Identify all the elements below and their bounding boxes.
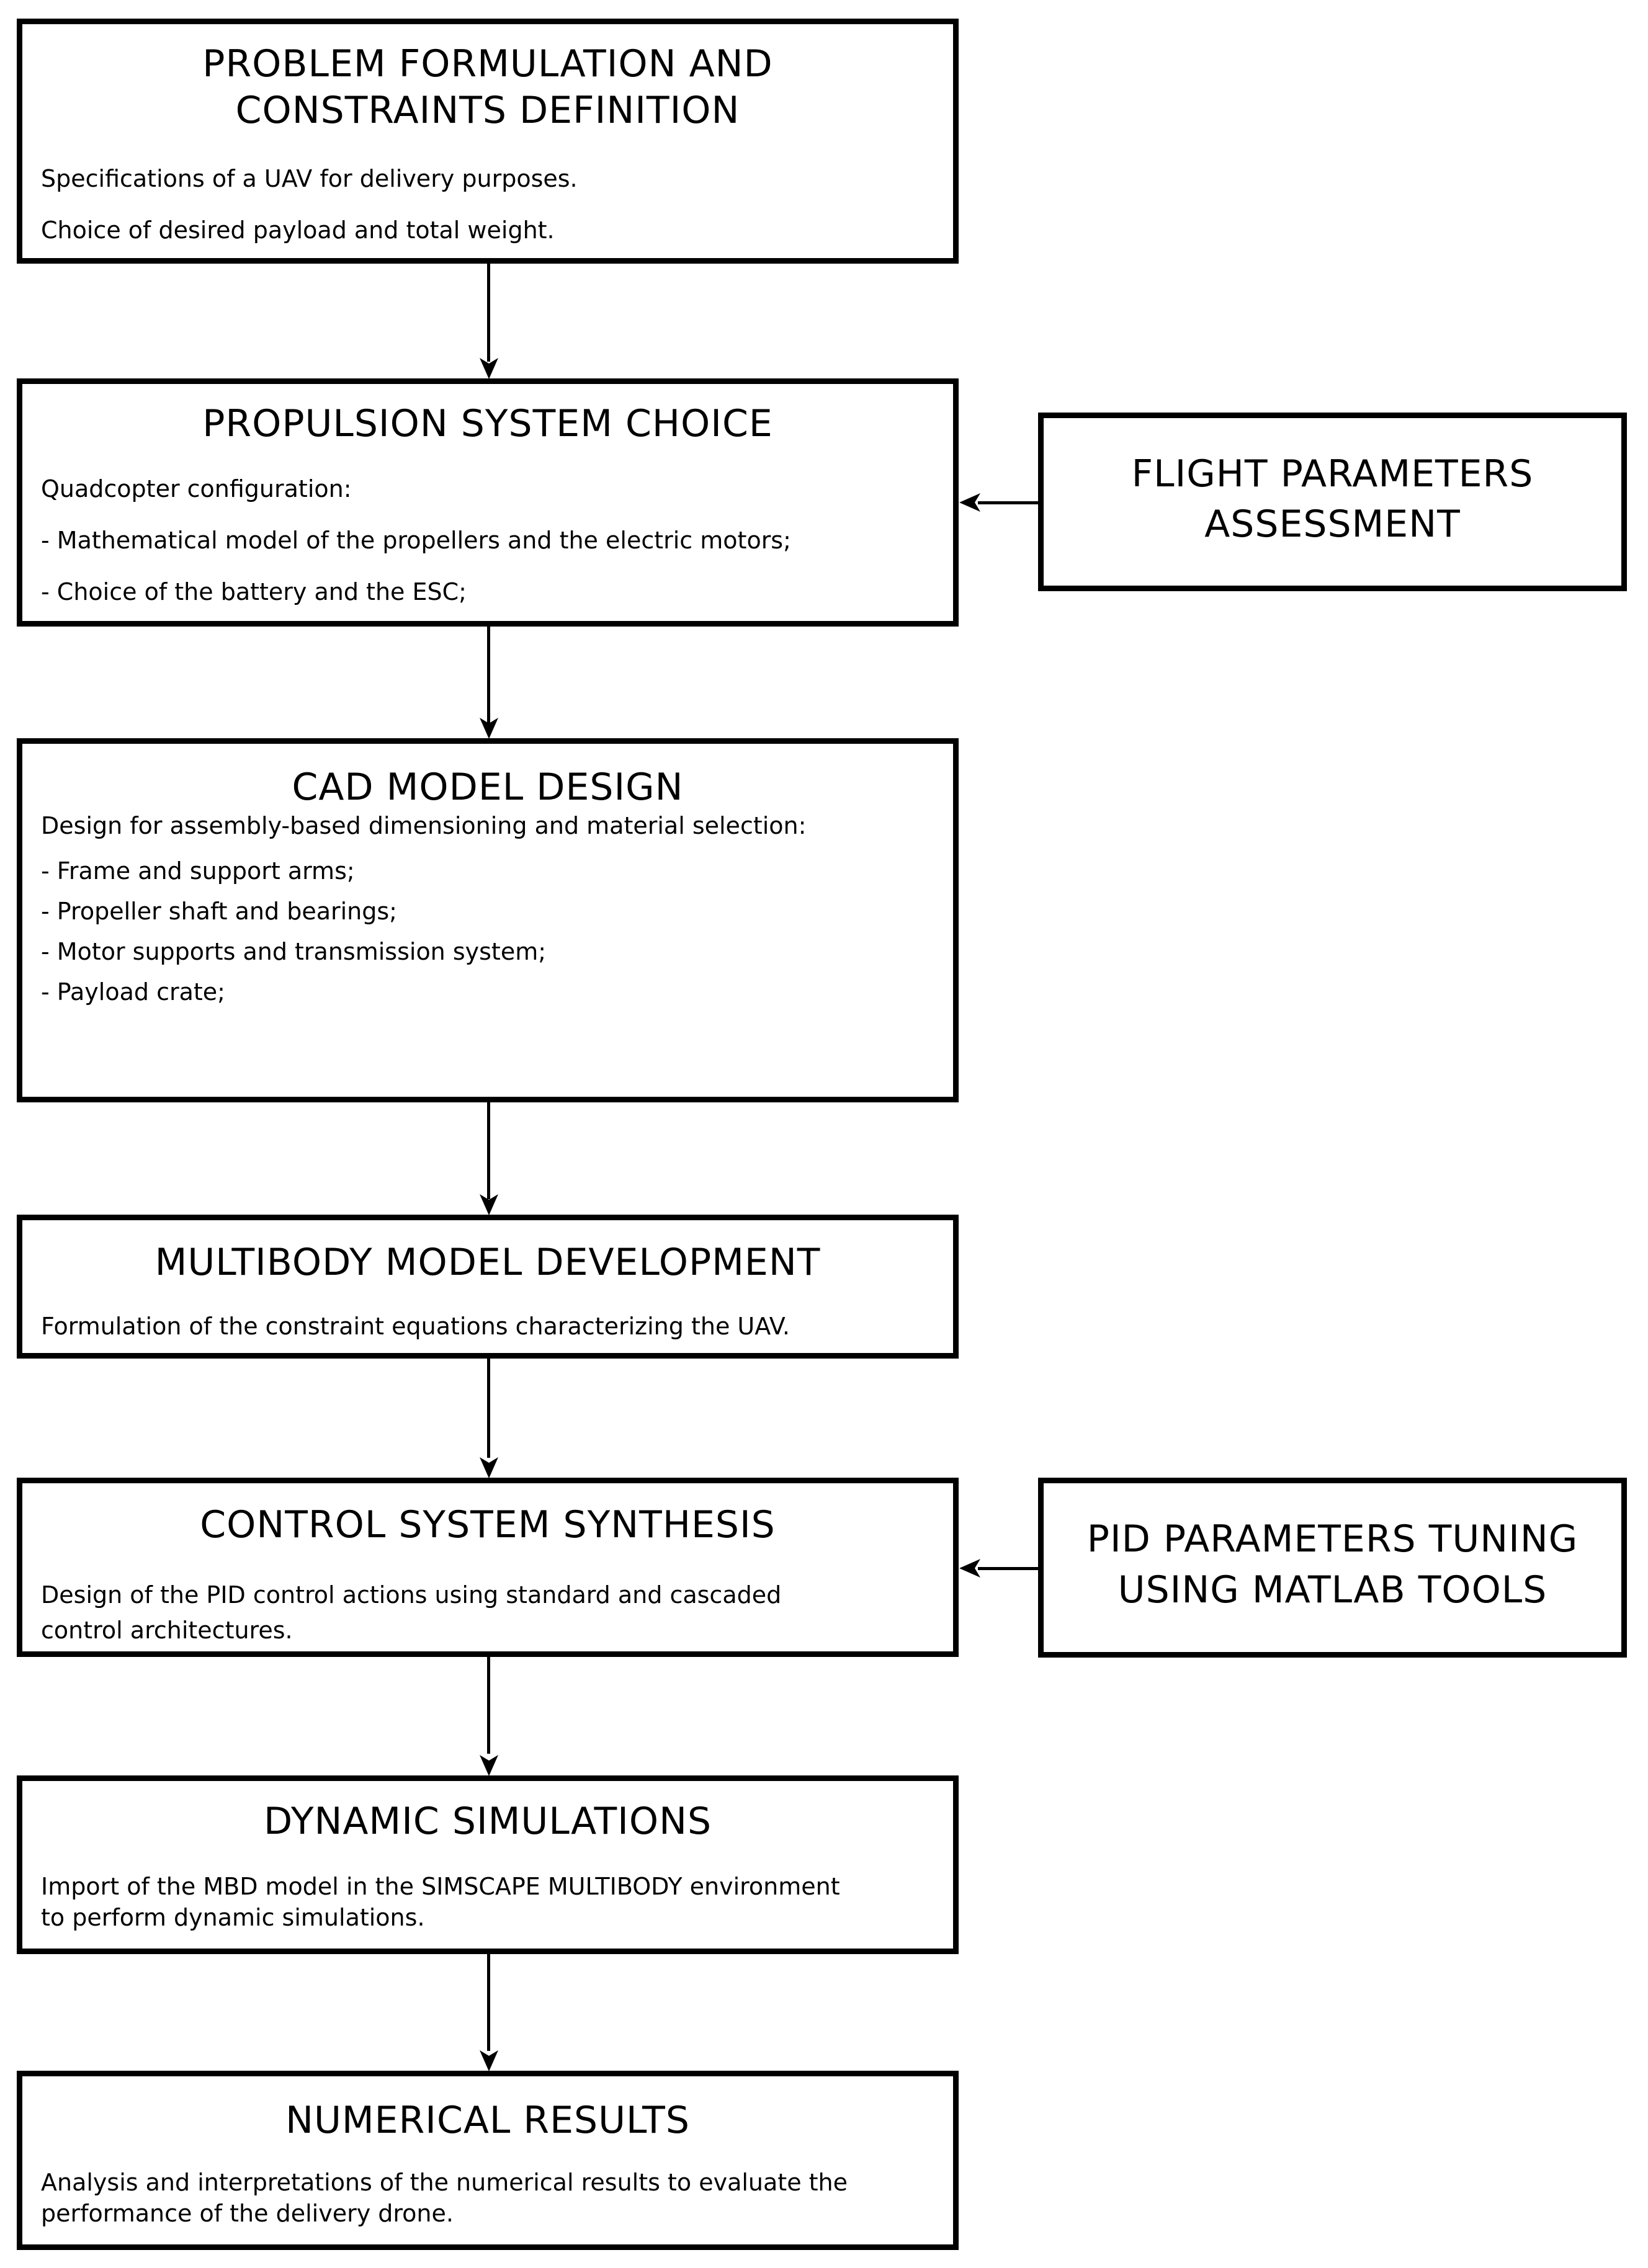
- box-title-line: CAD MODEL DESIGN: [292, 766, 684, 809]
- box-body-line: control architectures.: [41, 1617, 293, 1644]
- flow-box-cad-model: CAD MODEL DESIGN Design for assembly-bas…: [17, 738, 959, 1102]
- box-title-line: PID PARAMETERS TUNING: [1086, 1517, 1579, 1561]
- box-body-line: to perform dynamic simulations.: [41, 1904, 425, 1931]
- arrowhead-left-icon: [959, 1559, 980, 1578]
- connector-pid-to-control: [978, 1567, 1038, 1570]
- box-body-line: Import of the MBD model in the SIMSCAPE …: [41, 1873, 840, 1900]
- flow-box-propulsion-system: PROPULSION SYSTEM CHOICE Quadcopter conf…: [17, 378, 959, 627]
- box-title-line: CONSTRAINTS DEFINITION: [235, 89, 740, 132]
- box-title-line: DYNAMIC SIMULATIONS: [263, 1800, 712, 1843]
- box-body-line: Design for assembly-based dimensioning a…: [41, 812, 807, 839]
- box-title-line: NUMERICAL RESULTS: [285, 2099, 690, 2142]
- flow-box-control-system: CONTROL SYSTEM SYNTHESIS Design of the P…: [17, 1478, 959, 1657]
- box-body-line: Choice of desired payload and total weig…: [41, 217, 555, 244]
- arrowhead-down-icon: [480, 1194, 498, 1215]
- side-box-pid-tuning: PID PARAMETERS TUNING USING MATLAB TOOLS: [1038, 1478, 1627, 1658]
- box-body-line: - Choice of the battery and the ESC;: [41, 578, 467, 605]
- box-body-line: - Payload crate;: [41, 978, 225, 1006]
- connector-flight-to-propulsion: [978, 501, 1038, 504]
- box-body-line: performance of the delivery drone.: [41, 2200, 454, 2227]
- box-title-line: ASSESSMENT: [1204, 502, 1461, 546]
- arrowhead-down-icon: [480, 2050, 498, 2071]
- flow-box-numerical-results: NUMERICAL RESULTS Analysis and interpret…: [17, 2071, 959, 2250]
- flow-box-problem-formulation: PROBLEM FORMULATION AND CONSTRAINTS DEFI…: [17, 19, 959, 264]
- box-title-line: FLIGHT PARAMETERS: [1131, 452, 1534, 496]
- connector-propulsion-to-cad: [487, 624, 490, 723]
- arrowhead-left-icon: [959, 493, 980, 512]
- box-title-line: USING MATLAB TOOLS: [1117, 1568, 1547, 1612]
- box-body-line: Formulation of the constraint equations …: [41, 1313, 790, 1340]
- flow-box-dynamic-simulations: DYNAMIC SIMULATIONS Import of the MBD mo…: [17, 1775, 959, 1954]
- flow-box-multibody-model: MULTIBODY MODEL DEVELOPMENT Formulation …: [17, 1215, 959, 1359]
- box-body-line: Design of the PID control actions using …: [41, 1581, 782, 1609]
- arrowhead-down-icon: [480, 1457, 498, 1478]
- connector-problem-to-propulsion: [487, 261, 490, 362]
- arrowhead-down-icon: [480, 1755, 498, 1776]
- box-body-line: - Mathematical model of the propellers a…: [41, 527, 791, 554]
- box-body-line: - Frame and support arms;: [41, 857, 355, 885]
- box-title-line: CONTROL SYSTEM SYNTHESIS: [200, 1503, 776, 1547]
- box-title-line: PROPULSION SYSTEM CHOICE: [202, 402, 773, 445]
- box-body-line: - Motor supports and transmission system…: [41, 938, 547, 965]
- box-title-line: MULTIBODY MODEL DEVELOPMENT: [154, 1241, 821, 1284]
- box-body-line: - Propeller shaft and bearings;: [41, 898, 397, 925]
- arrowhead-down-icon: [480, 718, 498, 739]
- side-box-flight-parameters: FLIGHT PARAMETERS ASSESSMENT: [1038, 413, 1627, 591]
- arrowhead-down-icon: [480, 358, 498, 379]
- connector-control-to-simulations: [487, 1654, 490, 1754]
- box-body-line: Analysis and interpretations of the nume…: [41, 2169, 848, 2196]
- box-title-line: PROBLEM FORMULATION AND: [202, 42, 773, 86]
- box-body-line: Quadcopter configuration:: [41, 475, 352, 502]
- connector-cad-to-multibody: [487, 1100, 490, 1199]
- connector-simulations-to-results: [487, 1952, 490, 2051]
- connector-multibody-to-control: [487, 1356, 490, 1458]
- box-body-line: Specifications of a UAV for delivery pur…: [41, 165, 578, 192]
